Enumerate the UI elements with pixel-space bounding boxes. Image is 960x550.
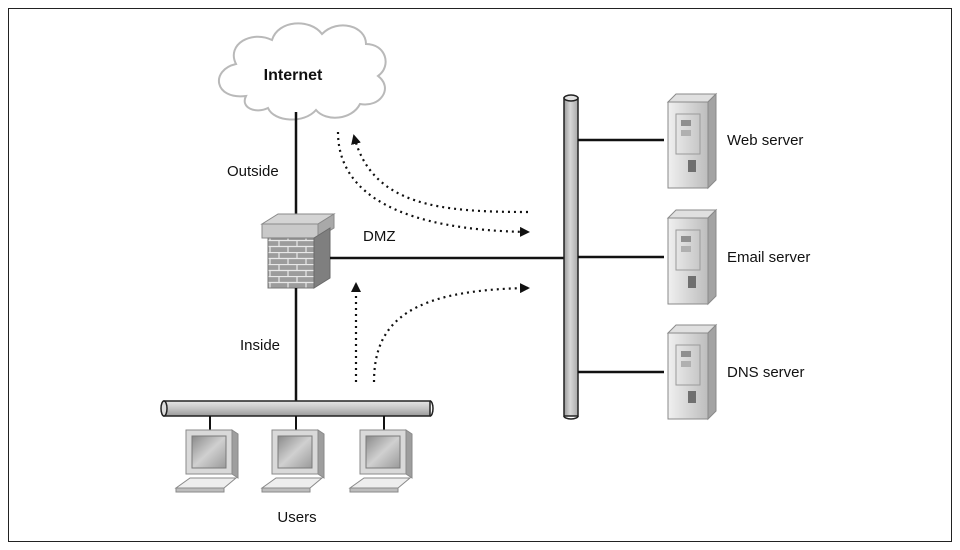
users-label: Users [277, 509, 316, 526]
inside-lan-bus [160, 400, 434, 417]
firewall-icon [260, 213, 336, 289]
flow-inside-to-dmz-arrow [372, 283, 530, 383]
email-server-label: Email server [727, 249, 810, 266]
web-server-label: Web server [727, 132, 803, 149]
inside-label: Inside [240, 337, 280, 354]
workstation-1-icon [174, 429, 239, 493]
dns-server-label: DNS server [727, 364, 805, 381]
flow-dmz-to-internet-arrow [351, 134, 529, 214]
diagram-frame [8, 8, 952, 542]
dns-server-icon [666, 323, 718, 421]
dmz-label: DMZ [363, 228, 396, 245]
flow-internet-to-dmz-arrow [336, 131, 530, 237]
workstation-3-icon [348, 429, 413, 493]
internet-label: Internet [264, 67, 323, 84]
web-server-icon [666, 92, 718, 190]
outside-label: Outside [227, 163, 279, 180]
email-server-icon [666, 208, 718, 306]
workstation-2-icon [260, 429, 325, 493]
dmz-bus [563, 94, 579, 420]
